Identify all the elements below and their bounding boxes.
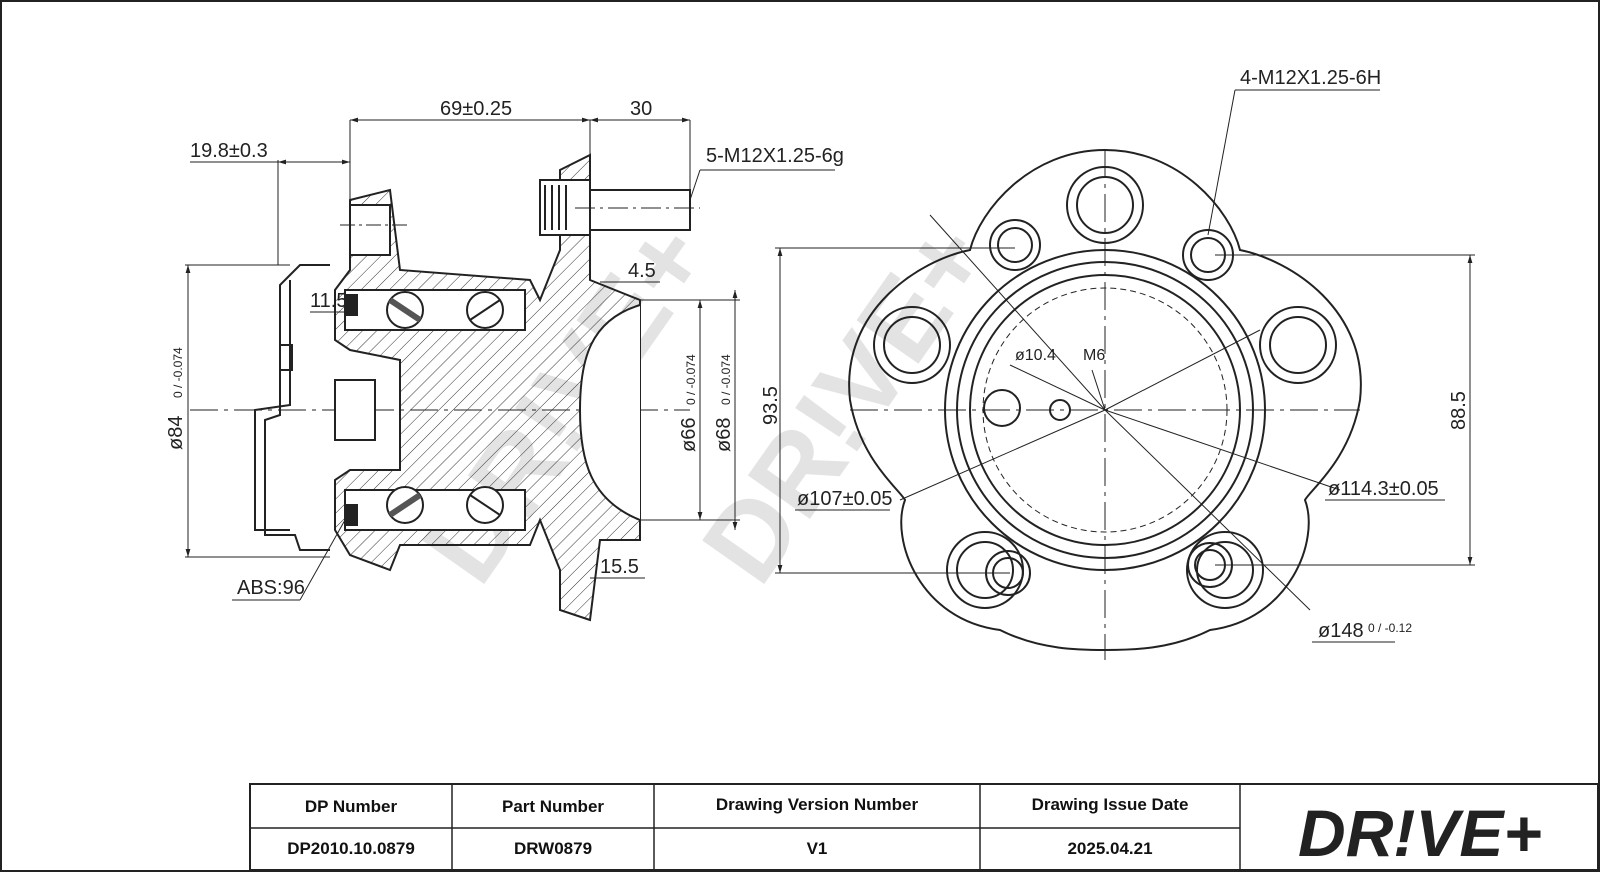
drive-logo: DR!VE+ xyxy=(1298,796,1542,870)
header-issue-date: Drawing Issue Date xyxy=(1032,795,1189,814)
dim-30: 30 xyxy=(630,98,652,120)
dim-93-5: 93.5 xyxy=(760,386,782,425)
dim-69: 69±0.25 xyxy=(440,98,512,120)
header-part-number: Part Number xyxy=(502,797,604,816)
hole-10-4 xyxy=(983,389,1021,427)
front-view xyxy=(848,148,1362,660)
dim-68: ø68 xyxy=(713,418,735,452)
dim-4-5: 4.5 xyxy=(628,260,656,282)
dim-stud-thread: 5-M12X1.25-6g xyxy=(706,145,844,167)
section-view xyxy=(190,153,700,622)
bolt-hole-right xyxy=(1259,306,1337,384)
dim-66: ø66 xyxy=(678,418,700,452)
thread-hole-tl xyxy=(989,219,1041,271)
dim-15-5: 15.5 xyxy=(600,556,639,578)
header-dp-number: DP Number xyxy=(305,797,398,816)
dim-84-tol: 0 / -0.074 xyxy=(171,347,185,398)
dim-107: ø107±0.05 xyxy=(797,488,893,510)
dim-hole-thread: 4-M12X1.25-6H xyxy=(1240,67,1381,89)
value-version: V1 xyxy=(807,839,828,858)
dim-148: ø148 xyxy=(1318,620,1364,642)
value-issue-date: 2025.04.21 xyxy=(1067,839,1152,858)
header-version: Drawing Version Number xyxy=(716,795,919,814)
bolt-hole-bottom-left xyxy=(946,531,1024,609)
front-dimensions xyxy=(775,89,1475,643)
value-dp-number: DP2010.10.0879 xyxy=(287,839,415,858)
outer-ring xyxy=(264,264,330,551)
bolt-hole-left xyxy=(873,306,951,384)
value-part-number: DRW0879 xyxy=(514,839,592,858)
dim-abs: ABS:96 xyxy=(237,577,305,599)
hole-m6 xyxy=(1049,399,1071,421)
bolt-hole-bottom-right xyxy=(1186,531,1264,609)
dim-114-3: ø114.3±0.05 xyxy=(1328,478,1439,500)
dim-19-8: 19.8±0.3 xyxy=(190,140,268,162)
wheel-stud xyxy=(539,179,700,236)
bolt-hole-top xyxy=(1066,166,1144,244)
flange-outline xyxy=(848,148,1362,651)
title-block: DP Number Part Number Drawing Version Nu… xyxy=(249,783,1599,871)
dim-68-tol: 0 / -0.074 xyxy=(719,354,733,405)
dim-66-tol: 0 / -0.074 xyxy=(684,354,698,405)
dim-148-tol: 0 / -0.12 xyxy=(1368,621,1412,635)
bearing-upper xyxy=(344,289,526,331)
bearing-lower xyxy=(344,486,526,531)
dim-11-5: 11.5 xyxy=(310,290,347,312)
dim-84: ø84 xyxy=(165,416,187,450)
dim-m6: M6 xyxy=(1083,347,1105,364)
flange-ring-outer xyxy=(944,249,1266,571)
dim-88-5: 88.5 xyxy=(1448,391,1470,430)
section-dimensions xyxy=(185,117,835,601)
dim-10-4: ø10.4 xyxy=(1015,347,1056,364)
